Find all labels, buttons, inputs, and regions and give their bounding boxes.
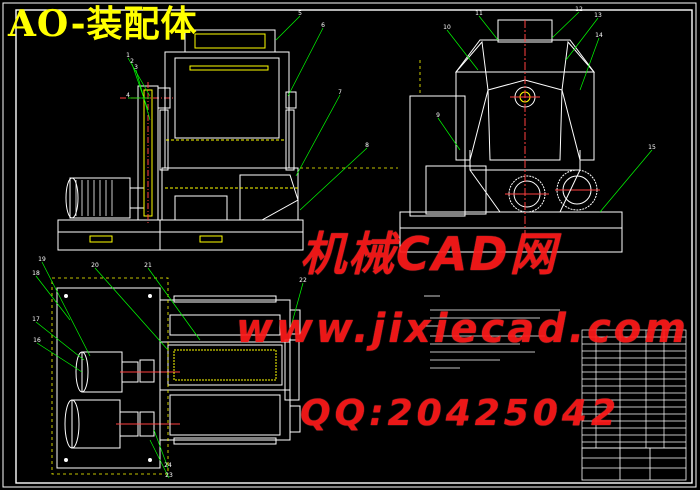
leader-line: [153, 429, 169, 469]
part-balloon-17: 17: [32, 316, 40, 323]
leader-lines: [35, 11, 653, 479]
part-balloon-16: 16: [33, 337, 41, 344]
part-balloon-10: 10: [443, 24, 451, 31]
leader-line: [295, 94, 341, 177]
hidden-lines: [51, 60, 421, 475]
leader-line: [41, 261, 91, 357]
leader-line: [599, 149, 653, 213]
leader-line: [35, 321, 85, 361]
title-block: [581, 447, 687, 481]
part-balloon-5: 5: [298, 10, 302, 17]
leader-line: [135, 69, 151, 121]
part-balloon-7: 7: [338, 89, 342, 96]
leader-line: [289, 282, 304, 331]
watermark-site-name: 机械CAD网: [300, 227, 558, 281]
leader-line: [437, 117, 461, 151]
watermark-qq: QQ:20425042: [300, 393, 620, 434]
leader-line: [147, 267, 201, 341]
leader-line: [551, 11, 580, 39]
plan-view: [56, 287, 301, 469]
leader-line: [127, 57, 151, 97]
technical-notes: [424, 295, 560, 369]
part-balloon-1: 1: [126, 52, 130, 59]
side-view: [399, 19, 623, 253]
leader-line: [299, 147, 368, 211]
leader-line: [35, 275, 71, 321]
watermark-url: www.jixiecad.com: [236, 306, 689, 352]
part-balloon-3: 3: [134, 64, 138, 71]
part-balloon-14: 14: [595, 32, 603, 39]
part-balloon-15: 15: [648, 144, 656, 151]
leader-line: [275, 15, 301, 41]
leader-line: [287, 27, 324, 97]
part-balloon-9: 9: [436, 112, 440, 119]
part-balloon-4: 4: [126, 92, 130, 99]
part-balloon-6: 6: [321, 22, 325, 29]
part-balloon-24: 24: [164, 462, 172, 469]
part-balloon-18: 18: [32, 270, 40, 277]
part-balloon-23: 23: [165, 472, 173, 479]
front-view: [57, 29, 304, 251]
drawing-title: AO-装配体: [8, 3, 198, 45]
part-balloon-8: 8: [365, 142, 369, 149]
leader-line: [565, 17, 599, 61]
part-balloon-20: 20: [91, 262, 99, 269]
part-balloon-21: 21: [144, 262, 152, 269]
part-balloon-2: 2: [130, 58, 134, 65]
bill-of-materials: [581, 329, 687, 449]
leader-line: [446, 29, 479, 71]
leader-line: [579, 37, 600, 91]
part-balloon-12: 12: [575, 6, 583, 13]
leader-line: [94, 267, 169, 351]
leader-line: [36, 342, 83, 373]
part-balloon-13: 13: [594, 12, 602, 19]
part-balloon-11: 11: [475, 10, 483, 17]
part-balloon-19: 19: [38, 256, 46, 263]
leader-line: [149, 439, 170, 479]
inner-frame: [15, 9, 693, 484]
leader-line: [478, 15, 499, 41]
part-balloon-22: 22: [299, 277, 307, 284]
